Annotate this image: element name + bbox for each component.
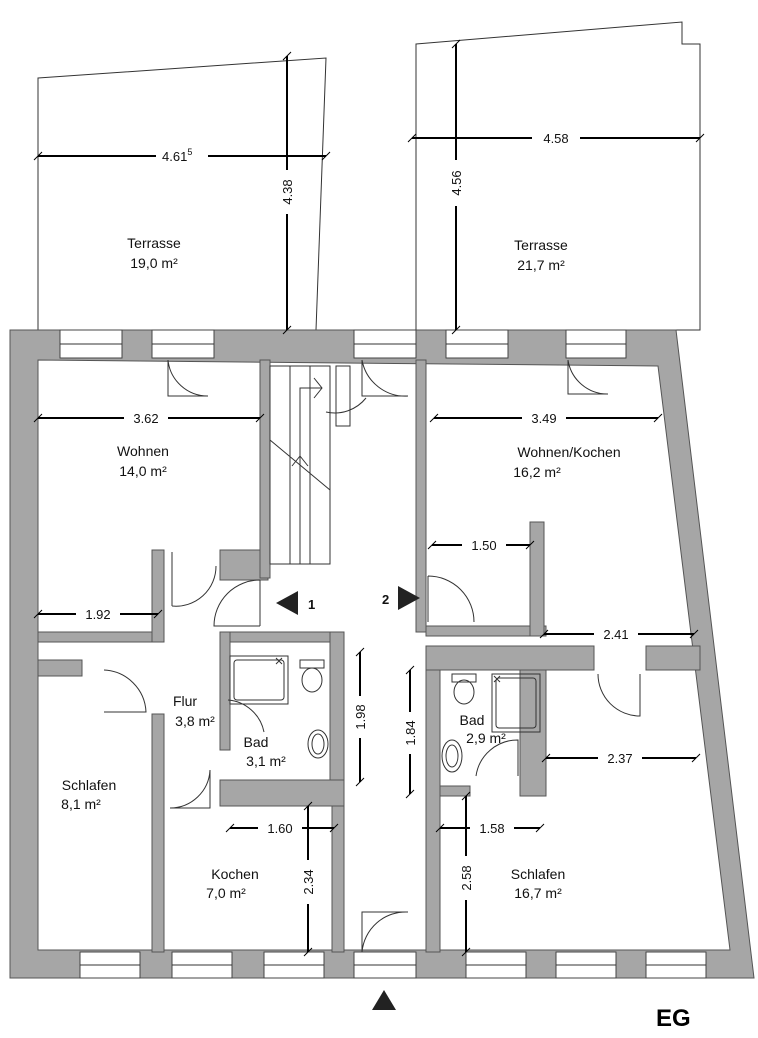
room-name-kochen: Kochen (211, 866, 258, 882)
interior-wall (645, 645, 701, 671)
door (169, 769, 211, 809)
room-name-schlafen-right: Schlafen (511, 866, 565, 882)
interior-wall (219, 631, 231, 751)
door (427, 575, 475, 623)
interior-wall (219, 631, 345, 643)
interior-wall (329, 631, 345, 781)
room-area-terrasse-right: 21,7 m² (517, 257, 565, 273)
interior-wall (519, 669, 547, 797)
triangle-up-icon (372, 990, 396, 1010)
room-area-schlafen-right: 16,7 m² (514, 885, 562, 901)
floor-label: EG (656, 1005, 691, 1032)
unit-number-1: 1 (308, 597, 315, 612)
room-area-bad-right: 2,9 m² (466, 730, 506, 746)
interior-wall (439, 785, 471, 797)
dim-right-lower: 2.41 (603, 627, 628, 642)
room-name-terrasse-left: Terrasse (127, 235, 181, 251)
door (567, 359, 609, 395)
room-area-terrasse-left: 19,0 m² (130, 255, 178, 271)
door (361, 359, 409, 397)
dim-wohnen-width: 3.62 (133, 411, 158, 426)
dim-right-mid: 2.37 (607, 751, 632, 766)
room-name-terrasse-right: Terrasse (514, 237, 568, 253)
shower-tray (491, 673, 541, 733)
sink (441, 739, 463, 773)
dim-schlafen-right-depth: 2.58 (459, 865, 474, 890)
triangle-right-icon (398, 586, 420, 610)
room-area-schlafen-left: 8,1 m² (61, 796, 101, 812)
dim-terrasse-left-depth: 4.38 (280, 179, 295, 204)
door (213, 579, 261, 627)
room-area-bad-left: 3,1 m² (246, 753, 286, 769)
dim-right-niche: 1.50 (471, 538, 496, 553)
interior-wall (425, 625, 547, 637)
interior-wall (219, 779, 345, 807)
door (475, 739, 519, 777)
stair-wall (259, 359, 271, 579)
dim-schlafen-right-width: 1.58 (479, 821, 504, 836)
interior-wall (37, 659, 83, 677)
interior-wall (151, 549, 165, 643)
interior-wall (37, 631, 159, 643)
room-area-wohnen: 14,0 m² (119, 463, 167, 479)
room-name-flur: Flur (173, 693, 197, 709)
room-area-kochen: 7,0 m² (206, 885, 246, 901)
dim-bad-left-depth: 1.98 (353, 704, 368, 729)
interior-wall (425, 645, 441, 953)
room-name-bad-right: Bad (460, 712, 485, 728)
dim-kochen-width: 1.60 (267, 821, 292, 836)
toilet (451, 673, 477, 683)
room-name-bad-left: Bad (244, 734, 269, 750)
room-name-wohnen: Wohnen (117, 443, 169, 459)
interior-wall (151, 713, 165, 953)
door (361, 911, 409, 953)
room-name-wohnen-kochen: Wohnen/Kochen (517, 444, 620, 460)
dim-terrasse-right-depth: 4.56 (449, 170, 464, 195)
room-name-schlafen-left: Schlafen (62, 777, 116, 793)
triangle-left-icon (276, 591, 298, 615)
door (171, 552, 217, 607)
dim-bad-right-depth: 1.84 (403, 720, 418, 745)
dim-wohnen-kochen-width: 3.49 (531, 411, 556, 426)
dim-terrasse-left-width: 4.615 (162, 147, 192, 164)
interior-wall (331, 805, 345, 953)
dim-terrasse-right-width: 4.58 (543, 131, 568, 146)
stair-wall (415, 359, 427, 633)
room-area-flur: 3,8 m² (175, 713, 215, 729)
toilet (299, 659, 325, 669)
outer-wall (9, 329, 755, 979)
sink (307, 729, 329, 759)
shower-tray (229, 655, 289, 705)
door (103, 669, 147, 713)
room-area-wohnen-kochen: 16,2 m² (513, 464, 561, 480)
interior-wall (425, 645, 595, 671)
interior-wall (529, 521, 545, 637)
dim-left-lower: 1.92 (85, 607, 110, 622)
door (227, 699, 265, 733)
door (167, 359, 209, 397)
door (597, 673, 641, 717)
unit-number-2: 2 (382, 592, 389, 607)
dimension-lines (33, 39, 705, 957)
dim-kochen-depth: 2.34 (301, 869, 316, 894)
